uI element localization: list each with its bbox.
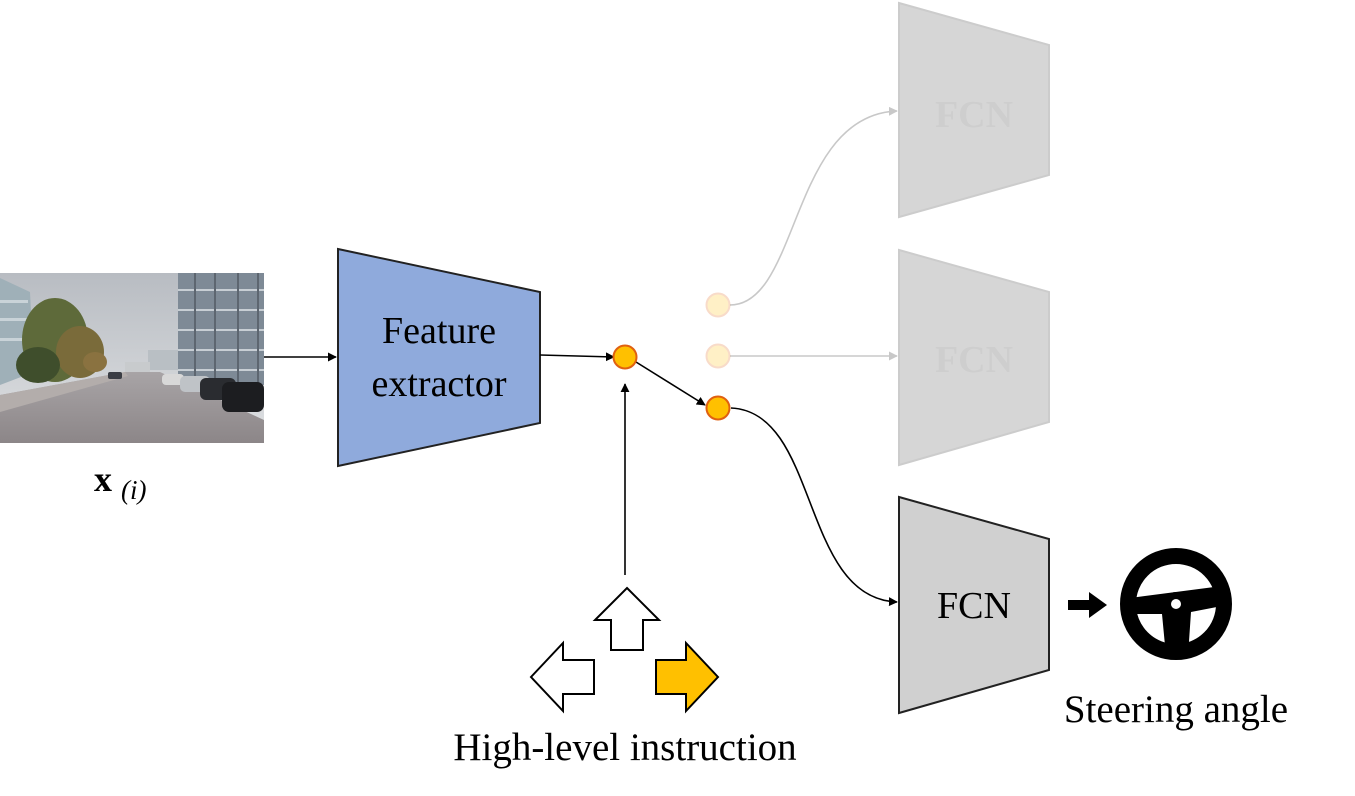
input-symbol-subscript: (i) xyxy=(121,475,146,505)
fcn-block-3: FCN xyxy=(898,495,1050,715)
switch-lever-arrow xyxy=(635,361,706,406)
fcn-label-2: FCN xyxy=(935,339,1013,381)
feature-extractor-block xyxy=(337,247,541,468)
right-arrow-icon xyxy=(655,640,720,714)
branch-node-3 xyxy=(705,395,731,421)
straight-arrow-icon xyxy=(592,586,662,651)
left-arrow-icon xyxy=(529,640,595,714)
branch-node-2 xyxy=(705,343,731,369)
feature-extractor-label-line1: Feature xyxy=(382,310,496,352)
input-image xyxy=(0,273,264,443)
branch-connector-1 xyxy=(729,106,898,306)
input-symbol: x xyxy=(94,459,112,499)
branch-node-1 xyxy=(705,292,731,318)
instruction-label: High-level instruction xyxy=(453,726,796,769)
branch-connector-3 xyxy=(730,407,898,607)
output-label: Steering angle xyxy=(1064,688,1288,731)
fcn-block-1: FCN xyxy=(898,1,1050,219)
feature-extractor-label-line2: extractor xyxy=(371,363,506,405)
fcn-label-3: FCN xyxy=(937,585,1011,627)
steering-wheel-icon xyxy=(1120,548,1232,660)
fcn-label-1: FCN xyxy=(935,94,1013,136)
extractor-to-switch-arrow xyxy=(539,352,615,362)
switch-input-node xyxy=(612,344,638,370)
fcn-to-output-arrow xyxy=(1068,592,1107,618)
fcn-block-2: FCN xyxy=(898,248,1050,467)
